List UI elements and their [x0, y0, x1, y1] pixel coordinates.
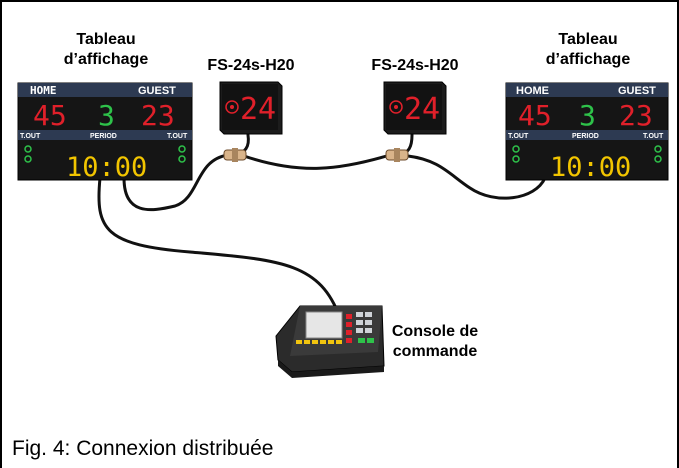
- label-shotclock-left: FS-24s-H20: [207, 57, 295, 74]
- timeout-label-right: T.OUT: [643, 133, 664, 140]
- clock-display: 10:00: [550, 152, 631, 183]
- connector-left: [223, 148, 247, 162]
- guest-label: GUEST: [618, 85, 656, 97]
- shotclock-left: 24: [219, 81, 283, 135]
- shotclock-value: 24: [404, 92, 440, 127]
- cable-connector-to-connector: [242, 153, 392, 170]
- label-line: Tableau: [558, 31, 618, 48]
- home-score: 45: [33, 99, 67, 132]
- guest-label: GUEST: [138, 85, 176, 97]
- figure-caption: Fig. 4: Connexion distribuée: [12, 437, 274, 460]
- home-score: 45: [518, 99, 552, 132]
- period-label: PERIOD: [572, 133, 599, 140]
- period-label: PERIOD: [90, 133, 117, 140]
- label-line: Console de: [391, 323, 479, 340]
- label-scoreboard-right: Tableau d’affichage: [528, 30, 648, 70]
- shotclock-value: 24: [240, 92, 276, 127]
- label-line: Tableau: [76, 31, 136, 48]
- label-scoreboard-left: Tableau d’affichage: [46, 30, 166, 70]
- cable-scoreboard-to-connector: [122, 153, 230, 212]
- home-label: HOME: [30, 84, 57, 97]
- label-line: commande: [392, 343, 478, 360]
- timeout-label-left: T.OUT: [508, 133, 529, 140]
- period-value: 3: [98, 99, 115, 132]
- scoreboard-left: HOME GUEST 45 3 23 T.OUT PERIOD T.OUT 10…: [17, 82, 193, 183]
- guest-score: 23: [619, 99, 653, 132]
- cable-connector-to-scoreboard: [406, 154, 547, 200]
- control-console: [275, 305, 385, 378]
- shotclock-indicator-icon: [225, 100, 239, 114]
- cables: [97, 133, 547, 320]
- guest-score: 23: [141, 99, 175, 132]
- clock-display: 10:00: [66, 152, 147, 183]
- label-line: d’affichage: [545, 51, 631, 68]
- timeout-label-right: T.OUT: [167, 133, 188, 140]
- label-line: d’affichage: [63, 51, 149, 68]
- connector-right: [385, 148, 409, 162]
- label-console: Console de commande: [380, 322, 490, 362]
- timeout-label-left: T.OUT: [20, 133, 41, 140]
- cable-scoreboard-to-console: [97, 176, 342, 320]
- shotclock-right: 24: [383, 81, 447, 135]
- home-label: HOME: [516, 85, 549, 97]
- shotclock-indicator-icon: [389, 100, 403, 114]
- period-value: 3: [579, 99, 596, 132]
- scoreboard-right: HOME GUEST 45 3 23 T.OUT PERIOD T.OUT 10…: [505, 82, 669, 183]
- label-shotclock-right: FS-24s-H20: [371, 57, 459, 74]
